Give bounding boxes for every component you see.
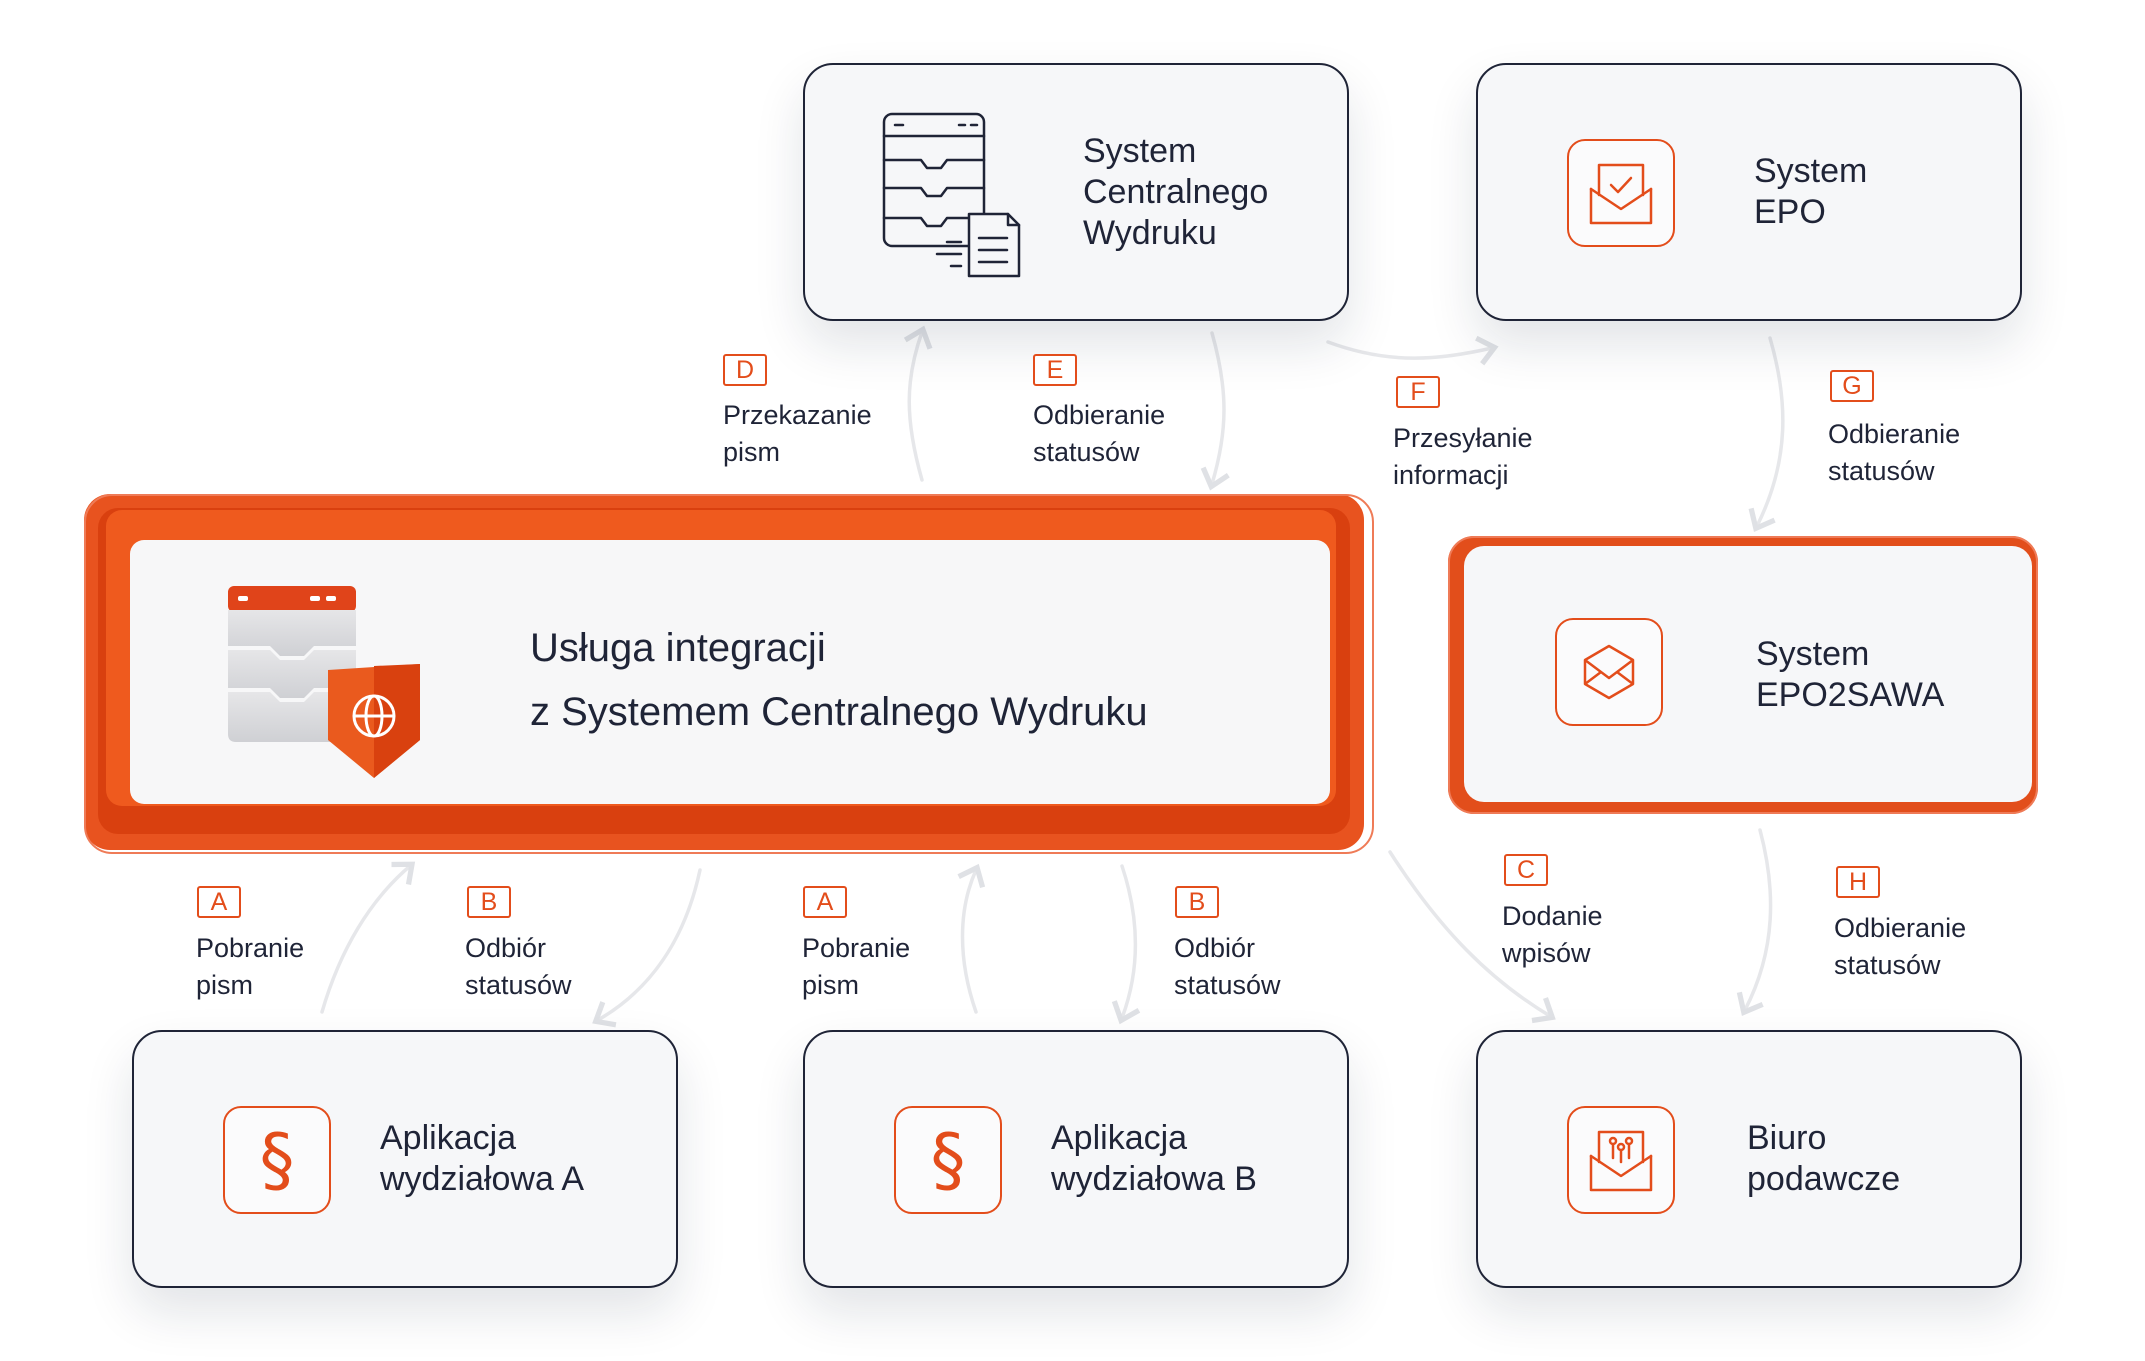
- icon-frame-app-a: §: [223, 1106, 331, 1214]
- label-text-c: Dodanie wpisów: [1502, 901, 1603, 968]
- label-text-b1: Odbiór statusów: [465, 933, 572, 1000]
- envelope-open-icon: [1583, 644, 1635, 700]
- label-letter-f: F: [1396, 376, 1440, 408]
- label-text-a2: Pobranie pism: [802, 933, 911, 1000]
- arrow-d: [903, 325, 933, 482]
- label-letter-e: E: [1033, 354, 1077, 386]
- epo2sawa-outline: [1448, 536, 2038, 814]
- label-text-g: Odbieranie statusów: [1828, 419, 1961, 486]
- box-biuro-podawcze: [1476, 1030, 2022, 1288]
- icon-frame-app-b: §: [894, 1106, 1002, 1214]
- box-title-scw: System Centralnego Wydruku: [1083, 132, 1269, 252]
- box-aplikacja-a: §: [132, 1030, 678, 1288]
- box-aplikacja-b: §: [803, 1030, 1349, 1288]
- label-letter-a1: A: [197, 886, 241, 918]
- label-text-d: Przekazanie pism: [723, 400, 872, 467]
- label-text-a1: Pobranie pism: [196, 933, 305, 1000]
- label-letter-b2: B: [1175, 886, 1219, 918]
- box-title-app-a: Aplikacja wydziałowa A: [380, 1119, 585, 1198]
- box-title-epo: System EPO: [1754, 152, 1868, 231]
- arrow-f: [1326, 335, 1499, 366]
- box-system-epo: [1476, 63, 2022, 321]
- paragraph-icon: §: [930, 1119, 966, 1201]
- arrow-b1: [592, 868, 702, 1028]
- label-letter-c: C: [1504, 854, 1548, 886]
- icon-frame-epo: [1567, 139, 1675, 247]
- label-letter-b1: B: [467, 886, 511, 918]
- box-title-epo2sawa: System EPO2SAWA: [1756, 635, 1945, 714]
- envelope-circuit-icon: [1589, 1130, 1653, 1192]
- box-title-app-b: Aplikacja wydziałowa B: [1051, 1119, 1257, 1198]
- arrow-c: [1388, 850, 1556, 1024]
- label-text-f: Przesyłanie informacji: [1393, 423, 1533, 490]
- main-outline: [84, 494, 1374, 854]
- label-text-b2: Odbiór statusów: [1174, 933, 1281, 1000]
- box-system-epo2sawa: [1448, 536, 2038, 814]
- arrow-h: [1736, 828, 1773, 1016]
- label-letter-g: G: [1830, 370, 1874, 402]
- arrow-a2: [957, 863, 986, 1014]
- box-system-centralnego-wydruku: [803, 63, 1349, 321]
- arrow-g: [1748, 336, 1785, 533]
- label-text-h: Odbieranie statusów: [1834, 913, 1967, 980]
- arrow-e: [1200, 331, 1230, 491]
- label-text-e: Odbieranie statusów: [1033, 400, 1166, 467]
- box-main-integration: [84, 494, 1374, 854]
- paragraph-icon: §: [259, 1119, 295, 1201]
- envelope-check-icon: [1589, 163, 1653, 225]
- server-shield-globe-icon: [228, 586, 420, 778]
- label-letter-d: D: [723, 354, 767, 386]
- icon-frame-epo2sawa: [1555, 618, 1663, 726]
- label-letter-a2: A: [803, 886, 847, 918]
- label-letter-h: H: [1836, 866, 1880, 898]
- server-documents-icon: [882, 112, 1021, 278]
- arrow-b2: [1111, 864, 1141, 1025]
- arrow-a1: [320, 861, 416, 1014]
- main-title: Usługa integracji z Systemem Centralnego…: [530, 626, 1148, 734]
- box-title-biuro: Biuro podawcze: [1747, 1119, 1901, 1198]
- icon-frame-biuro: [1567, 1106, 1675, 1214]
